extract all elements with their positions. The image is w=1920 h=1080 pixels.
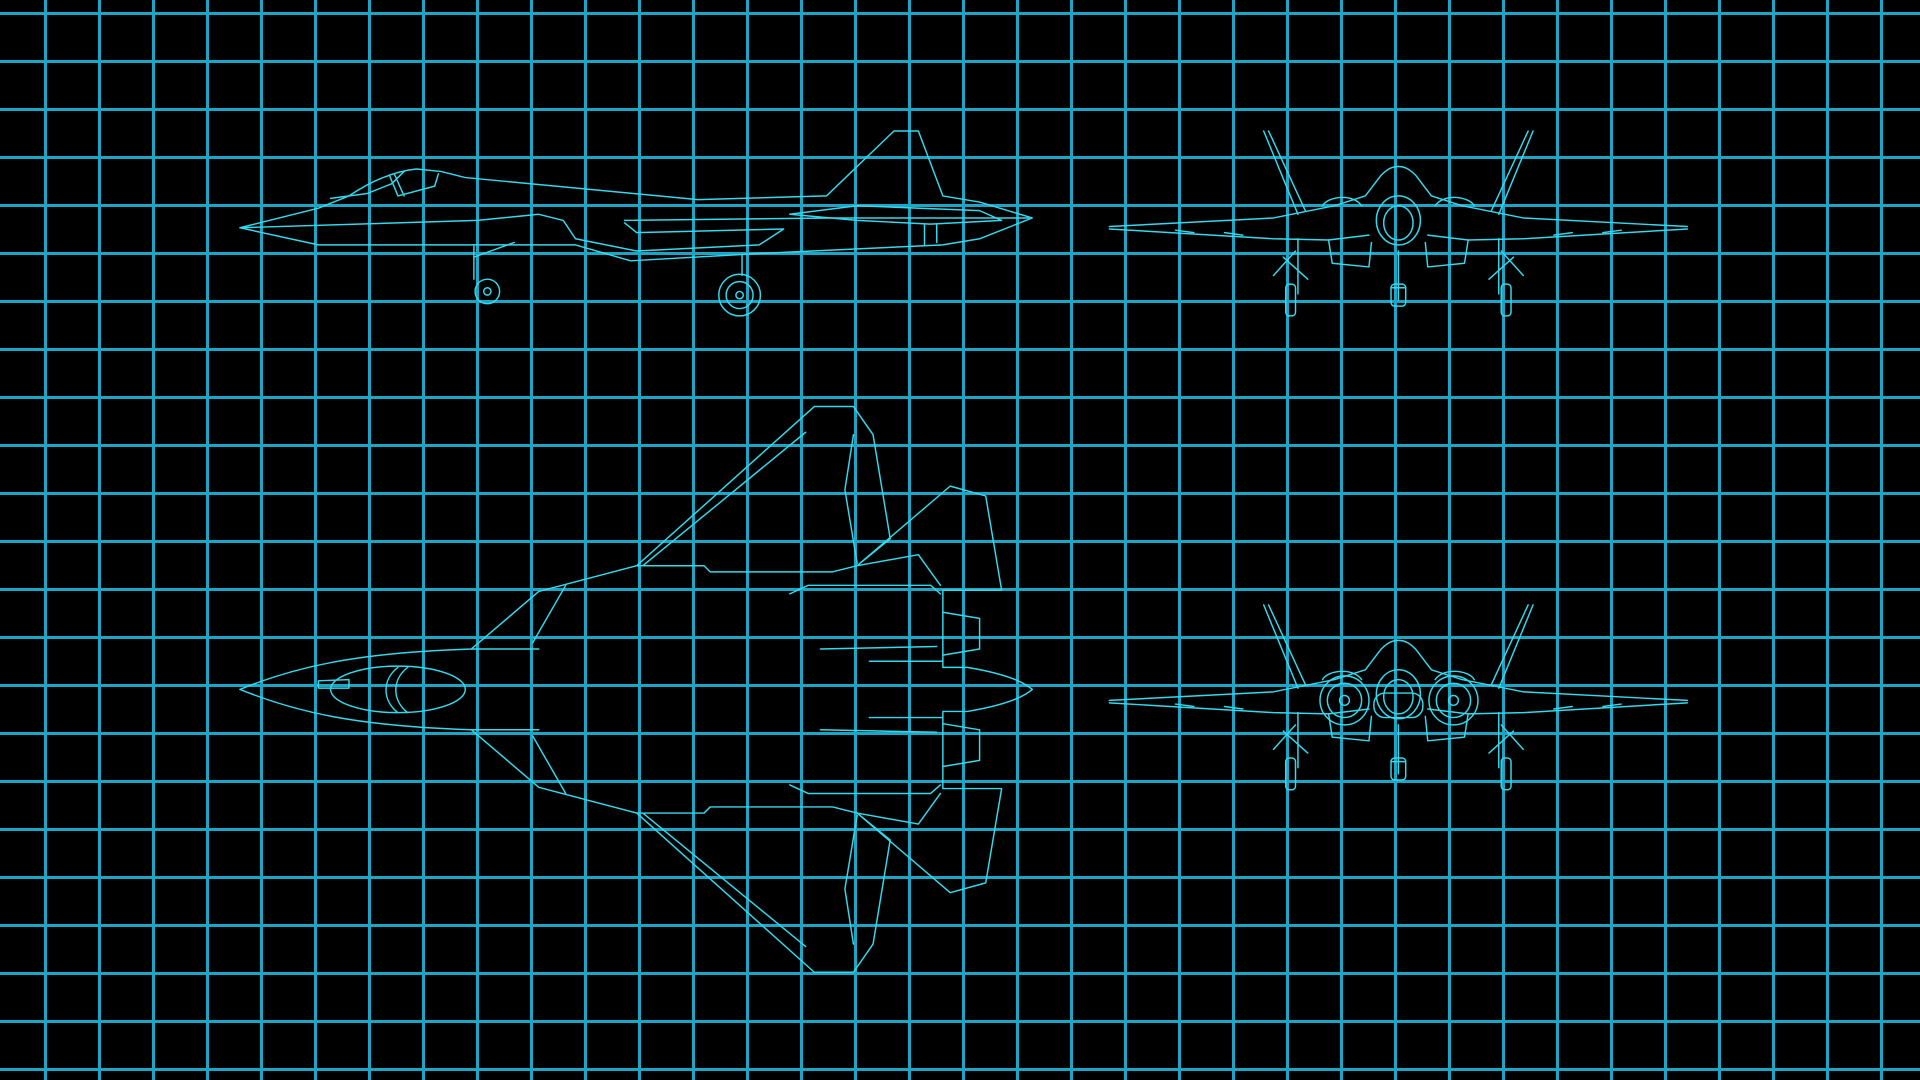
top-view-half <box>239 405 1033 691</box>
side-nose-wheel <box>474 278 501 305</box>
front-view <box>1109 131 1687 316</box>
side-view <box>239 130 1033 317</box>
right-engine-fan <box>1435 682 1472 719</box>
left-engine-hub <box>1338 694 1351 707</box>
top-canopy <box>329 665 467 714</box>
top-wing-details <box>470 431 944 662</box>
side-nose-wheel-hub <box>482 287 492 296</box>
side-main-wheel <box>718 273 762 317</box>
side-fuselage-outline <box>239 130 1033 262</box>
front-view-engines <box>1109 605 1687 790</box>
side-main-wheel-rim <box>725 280 754 310</box>
left-engine-face <box>1319 675 1370 726</box>
right-engine-face <box>1428 675 1479 726</box>
right-engine-hub <box>1447 694 1460 707</box>
side-intake <box>239 213 785 252</box>
side-nose-gear-brace <box>473 241 516 258</box>
side-spine <box>623 217 1030 222</box>
side-main-wheel-hub <box>735 290 744 300</box>
top-canopy-frame <box>317 666 409 714</box>
side-canopy <box>329 170 440 200</box>
center-fuselage-rear <box>1373 692 1424 719</box>
top-view <box>239 405 1033 973</box>
top-outline <box>239 405 1033 691</box>
left-engine-fan <box>1326 682 1363 719</box>
side-stabilizer <box>789 204 1003 246</box>
